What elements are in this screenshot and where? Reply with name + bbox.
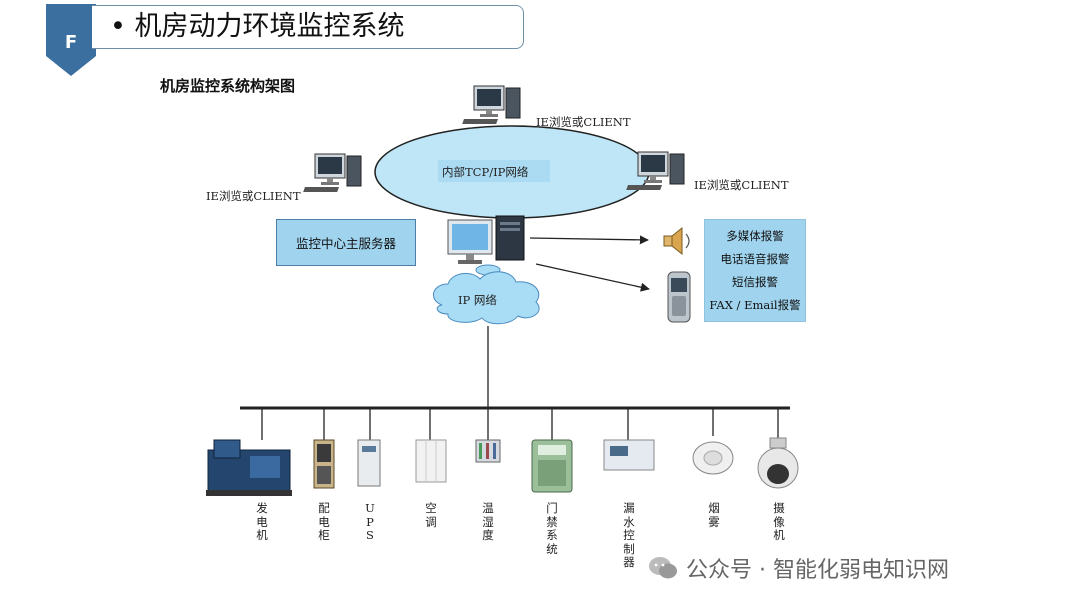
ip-network-cloud	[433, 264, 540, 325]
server-box: 监控中心主服务器	[276, 219, 416, 266]
workstation-icon	[462, 85, 521, 124]
network-label-bg	[438, 160, 550, 182]
device-label-access-control: 门禁系统	[546, 501, 558, 556]
alarm-item: 短信报警	[732, 275, 778, 290]
watermark-text: 公众号 · 智能化弱电知识网	[686, 558, 949, 583]
watermark: 公众号 · 智能化弱电知识网	[648, 552, 949, 584]
mobile-phone-icon	[667, 271, 691, 323]
speaker-icon	[663, 226, 690, 256]
device-label-ups: UPS	[365, 501, 375, 542]
dome-camera-icon	[757, 437, 799, 489]
device-label-ac: 空调	[425, 501, 437, 529]
network-label: 内部TCP/IP网络	[442, 165, 529, 179]
diagram-subtitle: 机房监控系统构架图	[160, 77, 296, 95]
temperature-humidity-sensor-icon	[475, 439, 501, 463]
air-conditioner-icon	[415, 439, 447, 483]
ups-icon	[357, 439, 381, 487]
badge-letter: F	[65, 32, 77, 53]
workstation-icon	[626, 151, 685, 190]
distribution-cabinet-icon	[313, 439, 335, 489]
arrow-to-speaker	[529, 235, 649, 245]
alarm-item: 电话语音报警	[720, 251, 790, 266]
ip-cloud-label: IP 网络	[458, 293, 497, 307]
title-frame	[92, 5, 524, 49]
client-label-top: IE浏览或CLIENT	[536, 115, 631, 129]
device-label-smoke: 烟雾	[708, 501, 720, 529]
generator-icon	[206, 439, 292, 496]
client-label-right: IE浏览或CLIENT	[694, 178, 789, 192]
water-leak-controller-icon	[603, 439, 655, 471]
device-label-generator: 发电机	[256, 501, 268, 542]
device-label-temp-humidity: 温湿度	[482, 501, 494, 542]
alarm-list: 多媒体报警 电话语音报警 短信报警 FAX / Email报警	[704, 219, 806, 322]
server-icon	[447, 215, 525, 264]
smoke-detector-icon	[692, 441, 734, 475]
workstation-icon	[303, 153, 362, 192]
device-label-cabinet: 配电柜	[318, 501, 330, 542]
section-badge: F	[46, 4, 96, 76]
wechat-icon	[649, 557, 677, 579]
access-control-icon	[531, 439, 573, 493]
device-label-water-leak: 漏水控制器	[623, 501, 635, 569]
alarm-item: 多媒体报警	[726, 228, 784, 243]
page-title: • 机房动力环境监控系统	[110, 11, 405, 42]
arrow-to-phone	[535, 263, 650, 292]
client-label-left: IE浏览或CLIENT	[206, 189, 301, 203]
device-label-camera: 摄像机	[773, 501, 785, 542]
alarm-item: FAX / Email报警	[709, 298, 801, 313]
